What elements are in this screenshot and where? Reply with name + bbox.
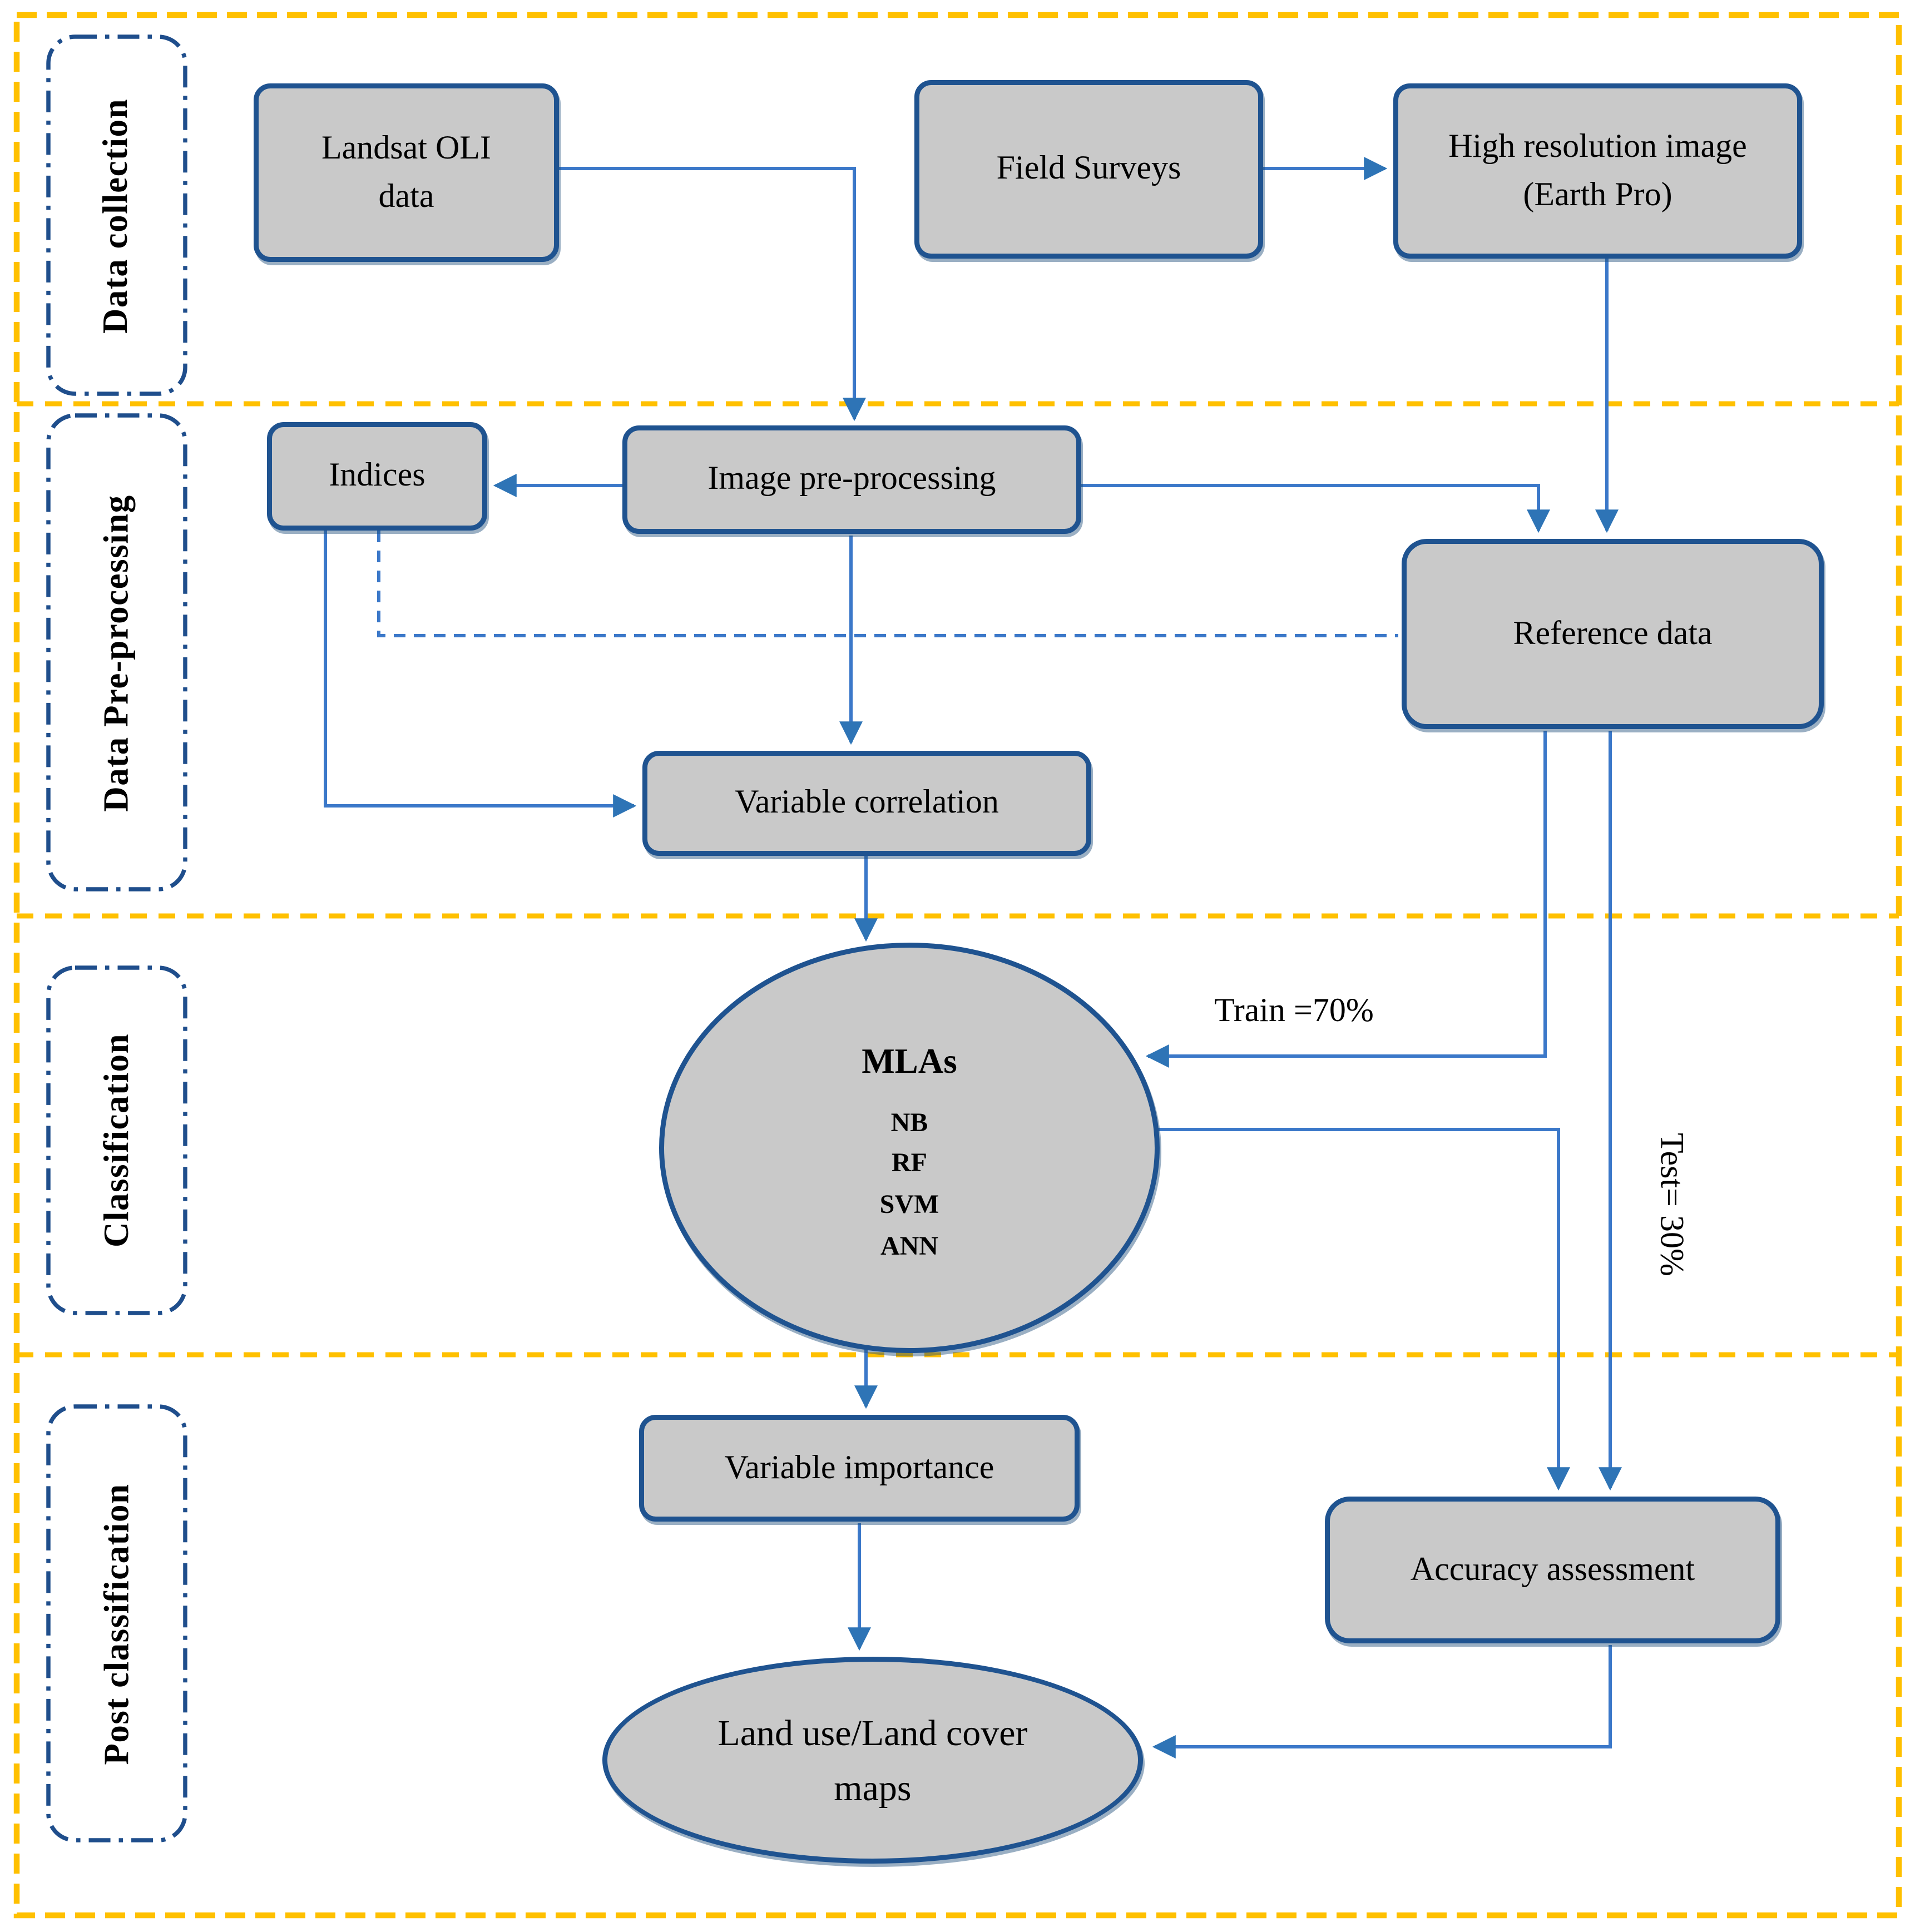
connector-reference-train-to-mlas xyxy=(1145,731,1547,1068)
node-mlas-circle: MLAs NB RF SVM ANN xyxy=(659,943,1160,1353)
mlas-algorithm-ann: ANN xyxy=(880,1233,938,1262)
node-reference-data: Reference data xyxy=(1402,539,1824,729)
edge-label-train: Train =70% xyxy=(1214,993,1374,1029)
outline-post-classification xyxy=(46,1404,187,1842)
node-label: High resolution image (Earth Pro) xyxy=(1448,127,1747,213)
connector-indices-to-correlation xyxy=(324,531,637,818)
section-label-post-classification: Post classification xyxy=(48,1406,185,1840)
section-label-classification: Classification xyxy=(48,968,185,1313)
connectors xyxy=(324,157,1622,1758)
section-label-data-collection: Data collection xyxy=(48,37,185,394)
node-label: Land use/Land cover maps xyxy=(717,1712,1028,1809)
outline-data-collection xyxy=(46,34,187,396)
node-landsat-oli-data: Landsat OLI data xyxy=(254,83,559,262)
node-indices: Indices xyxy=(267,422,487,531)
section-label-text: Classification xyxy=(96,1033,136,1248)
section-label-text: Data collection xyxy=(96,97,136,333)
section-dividers xyxy=(17,401,1899,1358)
node-variable-correlation: Variable correlation xyxy=(642,751,1091,856)
node-label: Variable importance xyxy=(724,1449,994,1486)
node-label: Image pre-processing xyxy=(707,460,996,497)
node-label: Field Surveys xyxy=(996,150,1181,187)
node-label: Reference data xyxy=(1513,615,1713,652)
node-image-preprocessing: Image pre-processing xyxy=(622,425,1081,534)
connector-mlas-to-accuracy xyxy=(1155,1128,1570,1491)
node-field-surveys: Field Surveys xyxy=(914,80,1263,259)
outline-data-preprocessing xyxy=(46,413,187,891)
mlas-algorithm-nb: NB xyxy=(890,1108,928,1137)
node-variable-importance: Variable importance xyxy=(639,1415,1080,1522)
edge-label-test: Test= 30% xyxy=(1652,1133,1690,1276)
section-label-text: Data Pre-processing xyxy=(96,493,136,811)
node-label: Landsat OLI data xyxy=(321,129,491,215)
node-high-resolution-image: High resolution image (Earth Pro) xyxy=(1393,83,1802,259)
connector-preprocessing-to-reference xyxy=(1081,484,1550,533)
connector-indices-to-reference-dashed xyxy=(377,531,1398,637)
mlas-title: MLAs xyxy=(862,1041,957,1082)
section-label-outlines xyxy=(46,34,187,1842)
node-land-use-land-cover-maps: Land use/Land cover maps xyxy=(602,1657,1143,1864)
node-label: Variable correlation xyxy=(735,784,999,821)
mlas-algorithm-rf: RF xyxy=(891,1150,927,1179)
node-label: Accuracy assessment xyxy=(1410,1550,1695,1588)
node-accuracy-assessment: Accuracy assessment xyxy=(1325,1497,1780,1643)
node-label: Indices xyxy=(329,457,425,494)
section-label-data-preprocessing: Data Pre-processing xyxy=(48,415,185,889)
connector-landsat-to-preprocessing xyxy=(559,167,866,422)
outer-border xyxy=(13,12,1902,1919)
outline-classification xyxy=(46,965,187,1315)
mlas-algorithm-svm: SVM xyxy=(879,1191,939,1220)
connector-accuracy-to-maps xyxy=(1152,1645,1612,1758)
section-label-text: Post classification xyxy=(96,1482,136,1765)
